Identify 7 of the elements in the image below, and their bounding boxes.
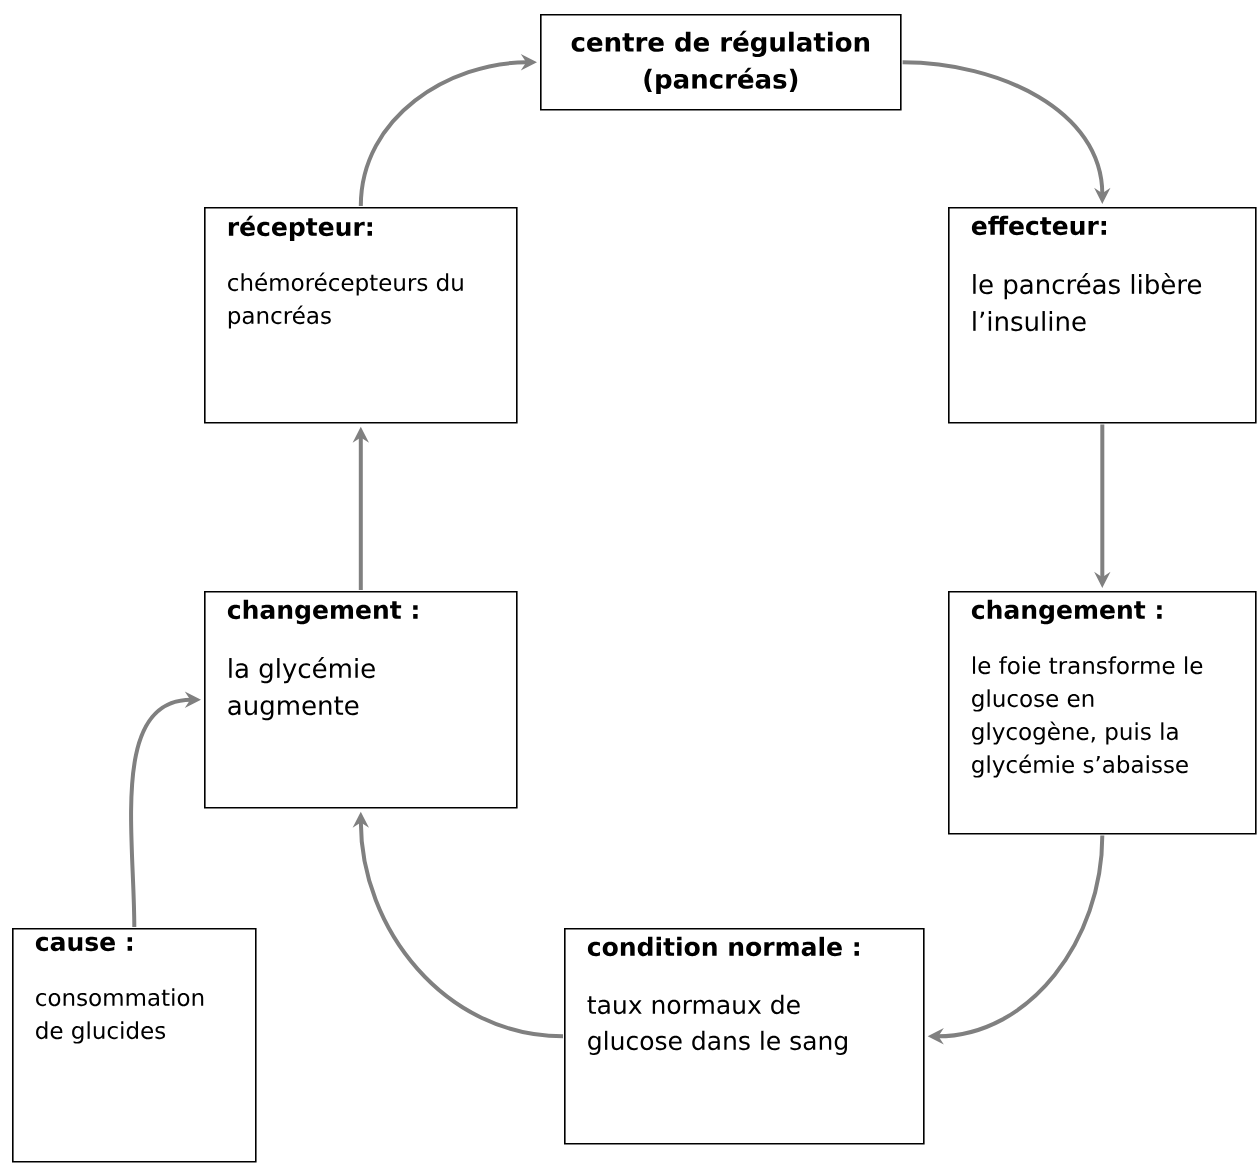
step-box: changement : le foie transforme le glucose en glycogène, puis la glycémie s’abaisse <box>948 591 1257 835</box>
step-box: condition normale : taux normaux de glucose dans le sang <box>564 928 925 1145</box>
step-box: cause : consommation de glucides <box>12 928 257 1163</box>
title-box: centre de régulation (pancréas) <box>540 14 902 111</box>
step-box: récepteur: chémorécepteurs du pancréas <box>204 207 518 424</box>
step-box: changement : la glycémie augmente <box>204 591 518 809</box>
step-box: effecteur: le pancréas libère l’insuline <box>948 207 1257 424</box>
